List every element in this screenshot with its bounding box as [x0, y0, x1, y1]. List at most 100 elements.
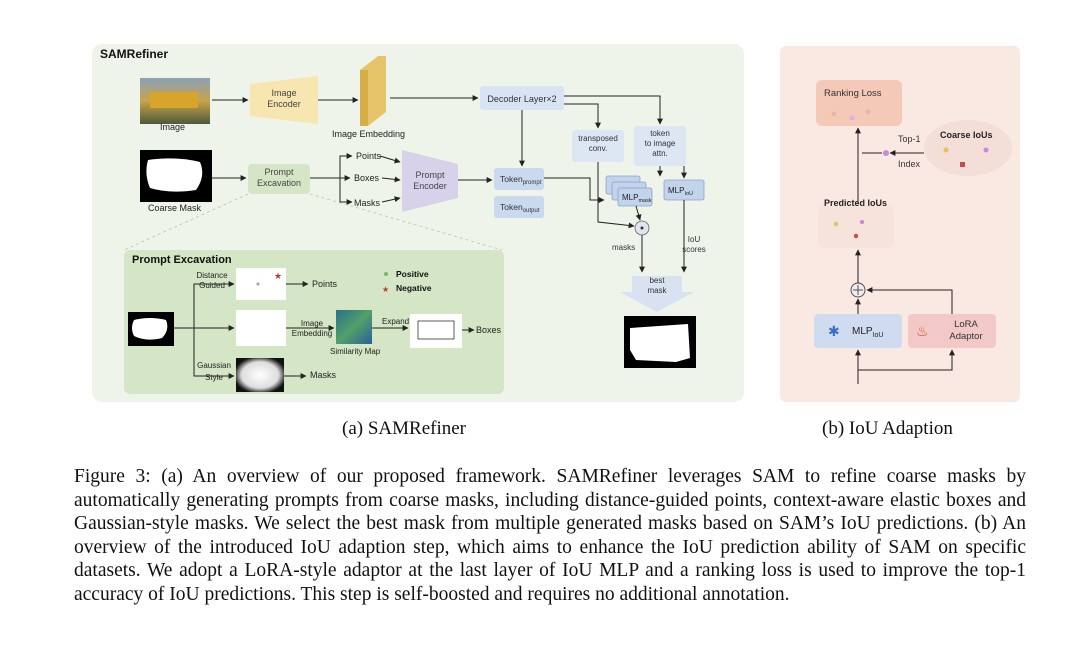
coarse-mask-label: Coarse Mask: [148, 203, 202, 213]
mlp-iou-b-box: [814, 314, 902, 348]
t-imgemb-line: Embedding: [292, 329, 332, 338]
ranking-loss-label: Ranking Loss: [824, 88, 882, 99]
ranking-dot-2: [849, 115, 855, 121]
t-bestmask-line: best: [649, 276, 665, 285]
panel-coarse-blob: [132, 318, 168, 340]
token-output-label: Tokenoutput: [500, 202, 540, 214]
best-mask-shape: [630, 324, 690, 362]
t-t2i-line: attn.: [652, 149, 668, 158]
t-bestmask-line: mask: [647, 286, 667, 295]
prompt-encoder-shape: [402, 150, 458, 212]
decoder-layer-box: [480, 86, 564, 110]
distance-point: [256, 282, 260, 286]
subfigure-a-label: (a) SAMRefiner: [342, 418, 466, 439]
mlp-mask-label: MLPmask: [622, 193, 652, 204]
t-prompt-exc-line: Prompt: [264, 167, 294, 177]
expanded-box-image: [410, 314, 462, 348]
coarse-ious-cloud: [924, 120, 1012, 176]
top1-dot: [883, 150, 889, 156]
expanded-box: [417, 320, 455, 340]
panel-a-title: SAMRefiner: [100, 47, 168, 61]
predicted-ious-box: [818, 206, 894, 248]
ranking-dot-3: [865, 109, 871, 115]
projection-lines: [123, 193, 503, 251]
distance-star: ★: [274, 271, 282, 281]
token-prompt-label: Tokenprompt: [500, 174, 542, 186]
masks-label: Masks: [354, 198, 381, 208]
points-excavation-label: Points: [312, 279, 338, 289]
mlp-iou-b-label: MLPIoU: [852, 326, 883, 339]
token-output-box: [494, 196, 544, 218]
panel-b-arrows: [855, 127, 955, 384]
t-lora-line: Adaptor: [949, 331, 982, 342]
bus-shape: [150, 92, 198, 108]
negative-marker: ★: [382, 285, 389, 294]
subfigure-b-label: (b) IoU Adaption: [822, 418, 953, 439]
pred-dot-1: [833, 221, 839, 227]
similarity-map-label: Similarity Map: [330, 347, 381, 356]
lora-box: [908, 314, 996, 348]
t-iouscores-line: IoU: [688, 235, 701, 244]
t-prompt-exc-line: Excavation: [257, 178, 301, 188]
t-gauss-line: Style: [205, 373, 223, 382]
embedding-input: [236, 310, 286, 346]
excavation-arrows: [174, 281, 475, 379]
distance-map: [236, 268, 286, 300]
top1-label: Top-1: [898, 134, 921, 144]
snowflake-icon: ✱: [828, 323, 840, 339]
similarity-map: [336, 310, 372, 344]
coarse-dot-1: [943, 147, 949, 153]
transposed-conv-box: [572, 130, 624, 162]
t-distguided-line: Distance: [196, 271, 228, 280]
image-encoder-shape: [250, 76, 318, 124]
t-gauss-line: Gaussian: [197, 361, 231, 370]
t-lora-line: LoRA: [954, 319, 978, 330]
gaussian-mask: [236, 358, 284, 392]
index-label: Index: [898, 159, 921, 169]
ranking-dot-1: [831, 111, 837, 117]
decoder-layer-label: Decoder Layer×2: [487, 94, 556, 104]
image-label: Image: [160, 122, 185, 132]
ranking-loss-box: [816, 80, 902, 126]
prompt-excavation-panel-title: Prompt Excavation: [132, 254, 232, 266]
prompt-excavation-panel: [124, 250, 504, 394]
t-iouscores-line: scores: [682, 245, 706, 254]
predicted-ious-label: Predicted IoUs: [824, 198, 887, 208]
flame-icon: ♨: [916, 323, 929, 339]
image-embedding-label: Image Embedding: [332, 129, 405, 139]
prompt-excavation-box: [248, 164, 310, 194]
t-tconv-line: conv.: [589, 144, 608, 153]
coarse-dot-3: [960, 162, 965, 167]
boxes-label: Boxes: [354, 173, 380, 183]
coarse-ious-label: Coarse IoUs: [940, 130, 993, 140]
t-t2i-line: token: [650, 129, 670, 138]
points-label: Points: [356, 151, 382, 161]
pred-dot-3: [853, 233, 859, 239]
multiply-dot: [640, 226, 644, 230]
masks-excavation-label: Masks: [310, 370, 337, 380]
coarse-dot-2: [983, 147, 989, 153]
t-imgemb-line: Image: [301, 319, 324, 328]
mlp-mask-card-3: [617, 187, 653, 207]
token-to-image-box: [634, 126, 686, 166]
token-prompt-box: [494, 168, 544, 190]
t-tconv-line: transposed: [578, 134, 618, 143]
t-t2i-line: to image: [645, 139, 676, 148]
positive-marker: [384, 272, 388, 276]
mlp-iou-label: MLPIoU: [668, 186, 693, 197]
positive-label: Positive: [396, 269, 429, 279]
best-mask-arrow: [620, 276, 694, 312]
expand-label: Expand: [382, 317, 409, 326]
image-embedding-front: [360, 70, 368, 126]
